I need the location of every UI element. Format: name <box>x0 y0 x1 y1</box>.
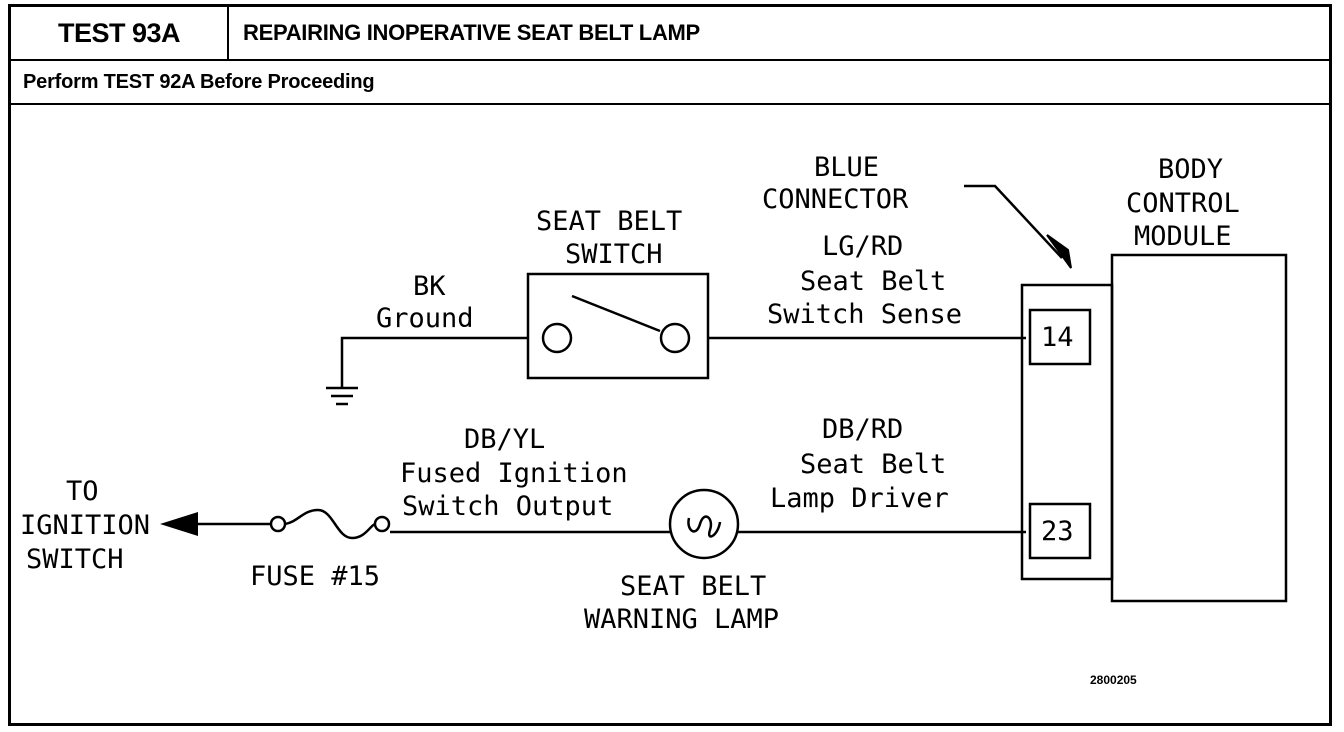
ignition-wire-label-3: Switch Output <box>402 491 613 522</box>
pin-14-box <box>1028 308 1092 366</box>
bcm-box <box>1110 253 1288 603</box>
ground-wire <box>340 336 528 388</box>
switch-lever <box>571 294 661 333</box>
switch-label-1: SEAT BELT <box>536 206 682 237</box>
fuse-terminal-right <box>373 515 391 533</box>
to-ignition-label-2: IGNITION <box>20 510 150 541</box>
figure-code: 2800205 <box>1090 673 1137 687</box>
pin-14-label: 14 <box>1041 322 1074 353</box>
fuse-symbol <box>284 508 376 540</box>
lamp-label-2: WARNING LAMP <box>584 604 779 635</box>
pin-23-box <box>1028 502 1092 560</box>
connector-arrow-line <box>964 184 1063 259</box>
switch-contact-right <box>659 322 691 354</box>
ground-wire-label-2: Ground <box>376 303 474 334</box>
ignition-wire-label-1: DB/YL <box>464 424 545 455</box>
ignition-wire-label-2: Fused Ignition <box>400 458 628 489</box>
seat-belt-switch-box <box>526 272 710 380</box>
to-ignition-label-3: SWITCH <box>26 544 124 575</box>
switch-label-2: SWITCH <box>565 239 663 270</box>
instruction-text: Perform TEST 92A Before Proceeding <box>23 71 375 93</box>
pin-23-label: 23 <box>1041 516 1074 547</box>
switch-contact-left <box>541 322 573 354</box>
blue-connector-label-2: CONNECTOR <box>762 184 909 215</box>
driver-wire-label-3: Lamp Driver <box>770 483 949 514</box>
bcm-label-3: MODULE <box>1134 221 1232 252</box>
fuse-label: FUSE #15 <box>250 561 380 592</box>
bcm-label-1: BODY <box>1158 154 1223 185</box>
test-id: TEST 93A <box>11 7 229 59</box>
to-ignition-label-1: TO <box>66 476 99 507</box>
driver-wire-label-2: Seat Belt <box>800 449 946 480</box>
driver-wire-label-1: DB/RD <box>822 414 903 445</box>
header-row: TEST 93A REPAIRING INOPERATIVE SEAT BELT… <box>11 7 1329 61</box>
fuse-terminal-left <box>269 515 287 533</box>
test-title: REPAIRING INOPERATIVE SEAT BELT LAMP <box>243 20 700 45</box>
sense-wire-label-2: Seat Belt <box>800 266 946 297</box>
lamp-label-1: SEAT BELT <box>620 571 766 602</box>
lamp-symbol <box>668 488 740 560</box>
instruction-row: Perform TEST 92A Before Proceeding <box>11 61 1329 105</box>
ground-wire-label-1: BK <box>413 271 446 302</box>
sense-wire-label-1: LG/RD <box>822 231 903 262</box>
blue-connector-label-1: BLUE <box>814 152 879 183</box>
sense-wire-label-3: Switch Sense <box>767 299 962 330</box>
bcm-label-2: CONTROL <box>1126 188 1240 219</box>
to-ignition-arrow <box>160 512 198 536</box>
connector-arrow-head <box>1046 234 1072 269</box>
